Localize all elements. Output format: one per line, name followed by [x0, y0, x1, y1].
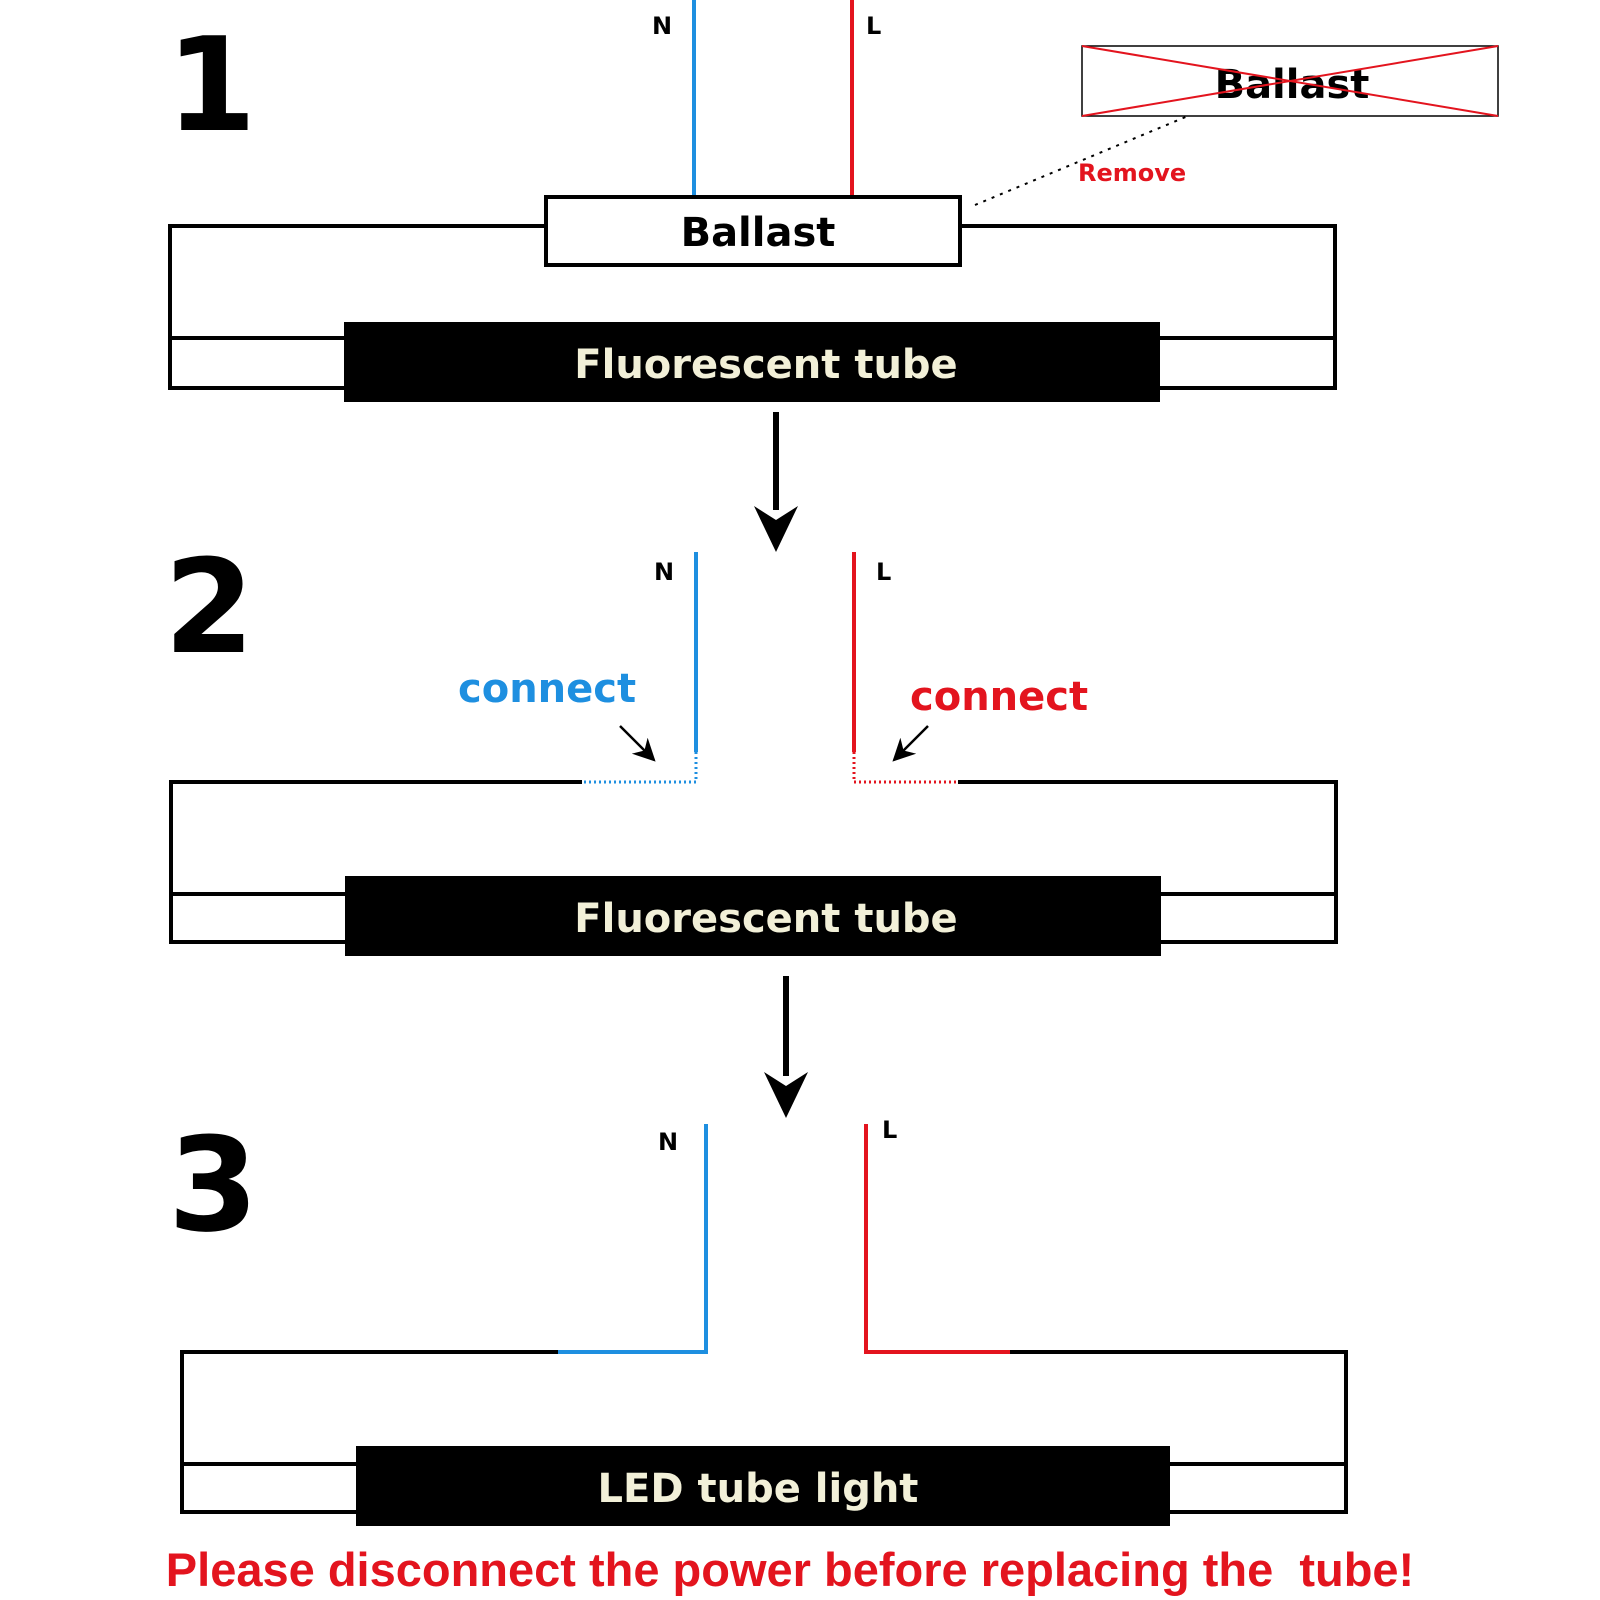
callout-dotted-line — [974, 115, 1189, 206]
live-connect-label: connect — [910, 674, 1088, 720]
step-3-number: 3 — [168, 1109, 258, 1261]
led-tube — [356, 1446, 1170, 1526]
live-label-3: L — [882, 1116, 897, 1144]
neutral-wire-3 — [558, 1124, 708, 1354]
fluorescent-tube — [344, 322, 1160, 402]
neutral-label-3: N — [658, 1128, 678, 1156]
ballast-box — [544, 195, 962, 267]
fluorescent-tube-label-2: Fluorescent tube — [574, 896, 957, 942]
cross-line-2 — [1081, 45, 1499, 117]
step-3: 3 N L LED tube light — [168, 1109, 1348, 1526]
down-arrow-2-head — [764, 1072, 808, 1118]
neutral-label-2: N — [654, 558, 674, 586]
neutral-label: N — [652, 12, 672, 40]
fluorescent-tube-2 — [345, 876, 1161, 956]
circuit-frame-2 — [169, 780, 1338, 944]
step-2-number: 2 — [164, 531, 254, 683]
down-arrow-1-head — [754, 506, 798, 552]
led-tube-label: LED tube light — [598, 1466, 919, 1512]
neutral-connect-arrow — [619, 725, 656, 762]
removed-ballast-label: Ballast — [1215, 62, 1370, 108]
warning-text: Please disconnect the power before repla… — [166, 1543, 1414, 1596]
live-connect-arrow — [892, 725, 929, 762]
live-connect-dotted — [852, 752, 958, 784]
neutral-connect-label: connect — [458, 666, 636, 712]
circuit-frame-3 — [180, 1350, 1348, 1514]
step-1: 1 N L Ballast Fluorescent tube Ballast R… — [166, 0, 1499, 552]
circuit-frame — [168, 224, 1337, 390]
remove-label: Remove — [1078, 159, 1186, 187]
live-label: L — [866, 12, 881, 40]
live-wire-3 — [864, 1124, 1010, 1354]
fluorescent-tube-label: Fluorescent tube — [574, 342, 957, 388]
live-label-2: L — [876, 558, 891, 586]
ballast-label: Ballast — [681, 210, 836, 256]
step-2: 2 N L Fluorescent tube connect connect — [164, 531, 1338, 1118]
step-1-number: 1 — [166, 9, 256, 161]
neutral-connect-dotted — [582, 752, 698, 784]
